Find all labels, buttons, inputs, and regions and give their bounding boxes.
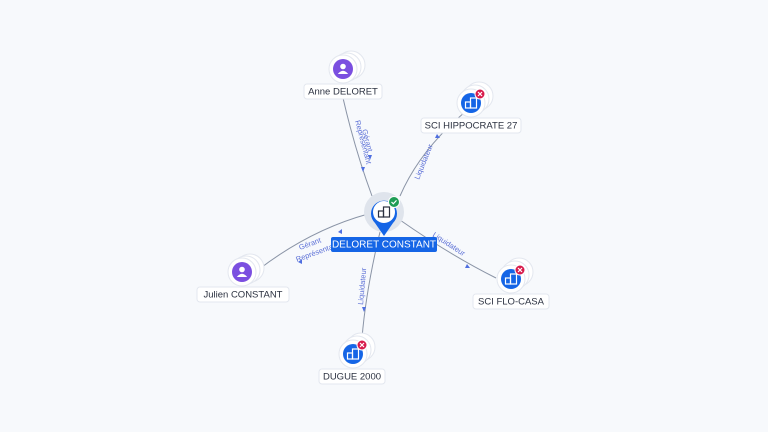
node-hippocrate[interactable]: SCI HIPPOCRATE 27 — [420, 81, 522, 134]
edge-julien — [257, 213, 369, 271]
edge-flocasa — [399, 219, 497, 279]
arrow-anne — [361, 167, 365, 172]
node-julien[interactable]: Julien CONSTANT — [196, 253, 290, 303]
building-icon — [501, 269, 521, 289]
node-label-flocasa: SCI FLO-CASA — [478, 297, 545, 308]
node-label-dugue: DUGUE 2000 — [323, 372, 381, 383]
person-icon — [232, 262, 252, 282]
closed-status-icon — [474, 88, 486, 100]
node-flocasa[interactable]: SCI FLO-CASA — [472, 257, 550, 310]
node-center[interactable]: DELORET CONSTANT — [331, 192, 437, 252]
building-icon — [343, 344, 363, 364]
edge-anne — [342, 97, 373, 197]
edge-label-hippocrate: Liquidateur — [413, 143, 435, 181]
arrow-hippocrate — [435, 134, 440, 138]
closed-status-icon — [514, 264, 526, 276]
edge-arrows — [298, 134, 470, 312]
closed-status-icon — [356, 339, 368, 351]
building-icon — [461, 93, 481, 113]
person-icon — [333, 59, 353, 79]
arrow-julien — [298, 259, 302, 264]
active-status-icon — [388, 196, 400, 208]
node-label-hippocrate: SCI HIPPOCRATE 27 — [425, 121, 518, 132]
building-icon — [377, 206, 391, 218]
node-anne[interactable]: Anne DELORET — [303, 50, 383, 100]
arrow-dugue — [362, 307, 366, 312]
node-label-julien: Julien CONSTANT — [203, 290, 282, 301]
node-label-anne: Anne DELORET — [308, 87, 378, 98]
arrow-julien-2 — [338, 229, 342, 234]
node-dugue[interactable]: DUGUE 2000 — [318, 332, 386, 385]
arrow-anne-2 — [368, 155, 372, 160]
edge-label-dugue: Liquidateur — [356, 267, 368, 305]
arrow-flocasa — [465, 264, 470, 268]
node-label-center: DELORET CONSTANT — [332, 240, 436, 251]
